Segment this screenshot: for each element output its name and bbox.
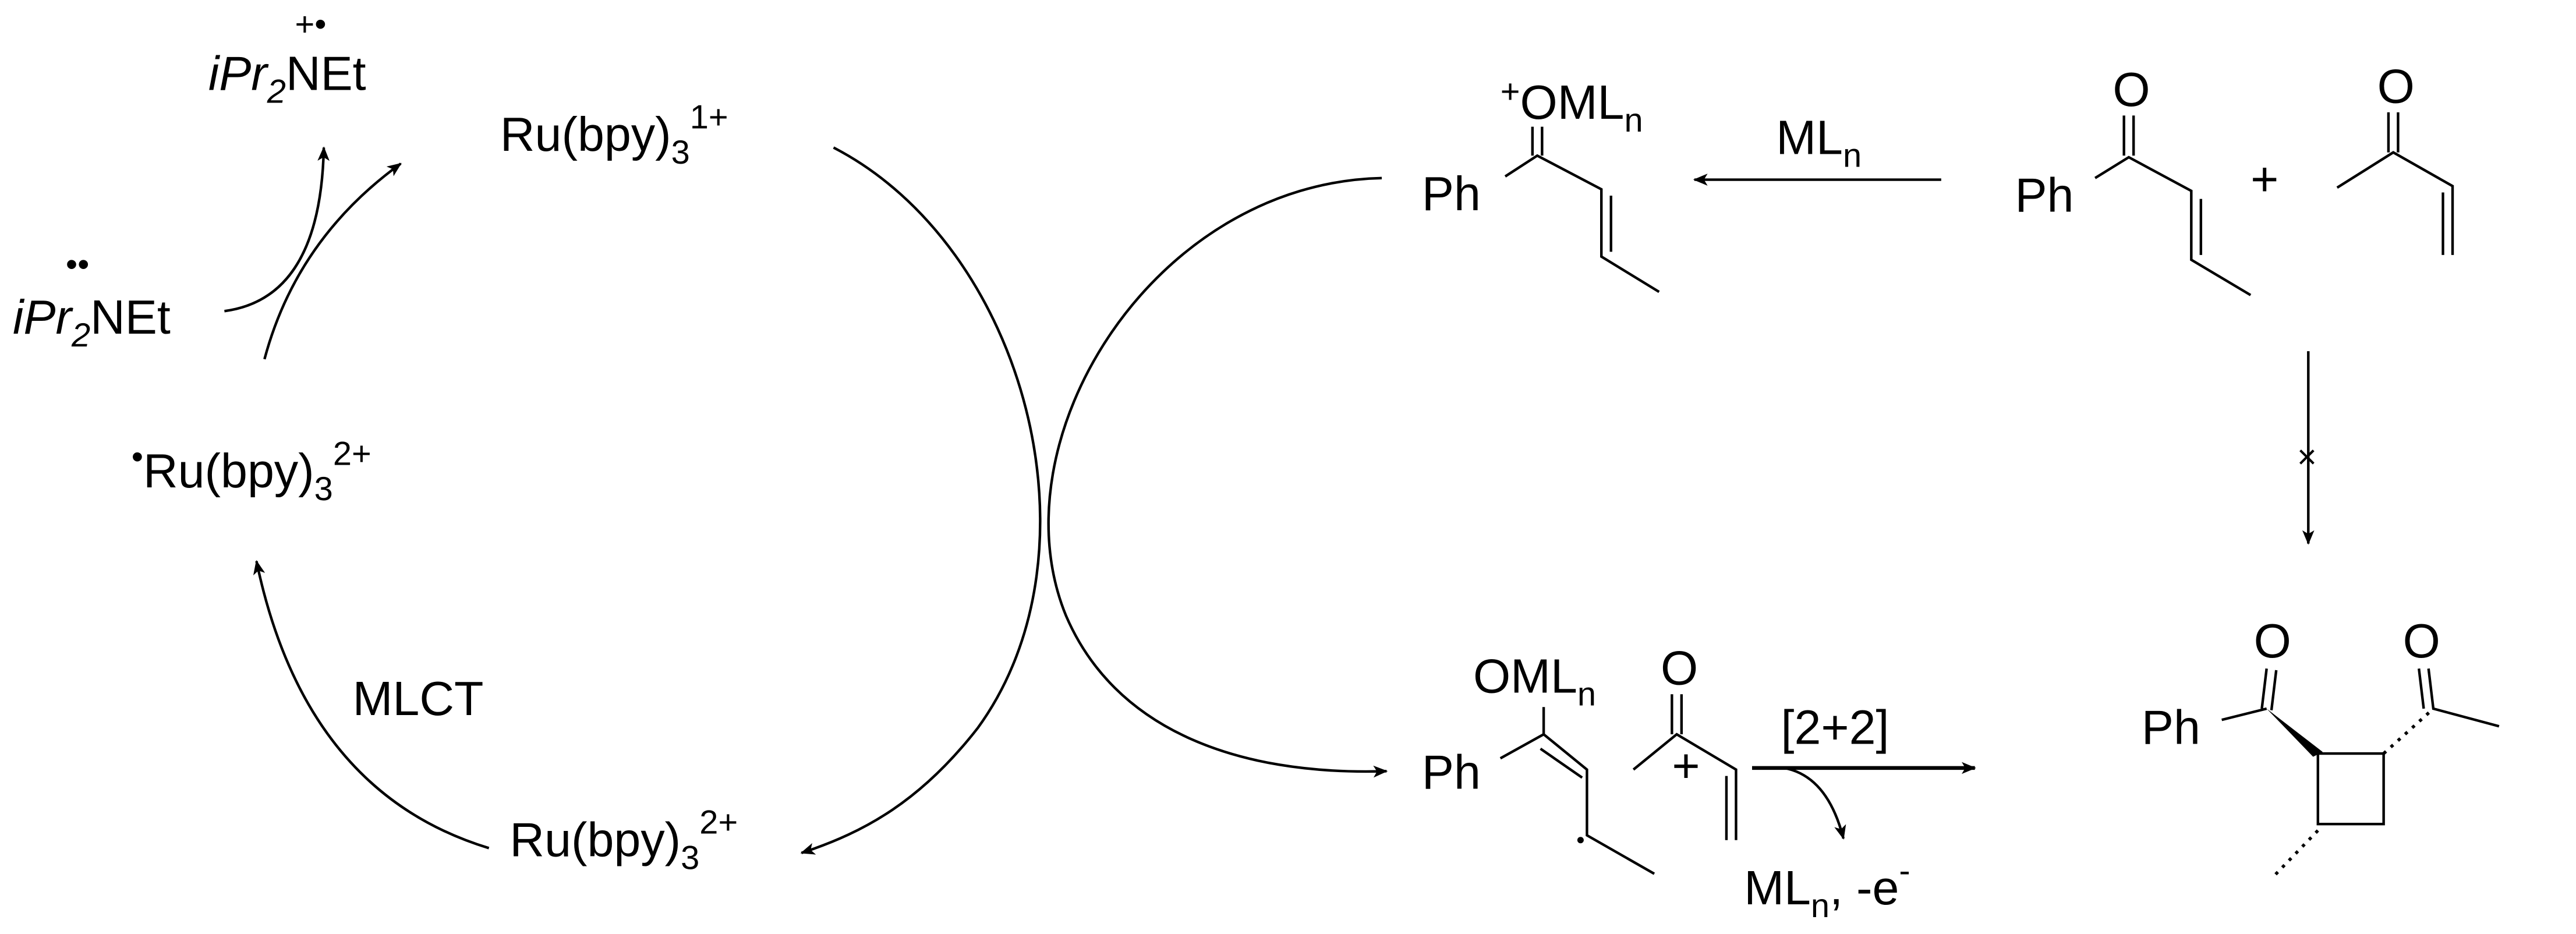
lone-pair: ••	[66, 246, 89, 284]
amine: iPr2NEt ••	[13, 246, 171, 354]
ru-reduction-arrow	[263, 162, 402, 360]
svg-text:+OMLn: +OMLn	[1501, 73, 1643, 139]
svg-text:O: O	[2377, 59, 2415, 113]
methyl-vinyl-ketone-2: O	[1632, 642, 1738, 840]
ru-2plus: Ru(bpy)32+	[509, 804, 738, 877]
radical-enolate: OMLn Ph	[1422, 649, 1655, 875]
catalytic-cycle-arc	[800, 146, 1042, 855]
mlct-arrow	[253, 560, 490, 850]
methyl-vinyl-ketone: O	[2336, 59, 2454, 255]
svg-text:Ph: Ph	[2142, 701, 2200, 755]
substrate-cycle-arc	[1047, 176, 1388, 778]
cyclobutane-product: Ph O O	[2142, 614, 2500, 878]
mlct-label: MLCT	[353, 672, 484, 726]
bold-wedge	[2266, 709, 2323, 757]
svg-text:O: O	[1661, 642, 1698, 695]
cycloaddition-label: [2+2]	[1781, 701, 1889, 755]
svg-text:Ph: Ph	[2015, 169, 2073, 222]
amine-oxidation-arrow	[224, 146, 330, 313]
byproduct-arrow	[1784, 766, 1846, 840]
svg-text:iPr2NEt: iPr2NEt	[208, 47, 366, 110]
svg-text:OMLn: OMLn	[1473, 649, 1596, 713]
byproduct-label: MLn, -e-	[1744, 852, 1910, 925]
ru-1plus: Ru(bpy)31+	[500, 98, 728, 171]
svg-text:Ph: Ph	[1422, 167, 1481, 221]
svg-text:O: O	[2113, 63, 2150, 116]
blocked-marker: ×	[2297, 438, 2317, 476]
plus-sign: +	[2251, 153, 2278, 206]
activated-enone: +OMLn Ph	[1422, 73, 1660, 293]
enone: Ph O	[2015, 63, 2252, 296]
radical-dot	[1577, 837, 1584, 844]
radical-cation-charge: +•	[295, 6, 327, 43]
svg-text:Ph: Ph	[1422, 746, 1481, 799]
svg-text:iPr2NEt: iPr2NEt	[13, 291, 171, 354]
lewis-acid-label: MLn	[1776, 111, 1862, 174]
amine-radical-cation: iPr2NEt +•	[208, 6, 366, 111]
svg-text:O: O	[2254, 614, 2291, 668]
svg-text:O: O	[2403, 614, 2440, 668]
ru-excited: •Ru(bpy)32+	[132, 436, 371, 508]
plus-sign-2: +	[1672, 740, 1700, 793]
